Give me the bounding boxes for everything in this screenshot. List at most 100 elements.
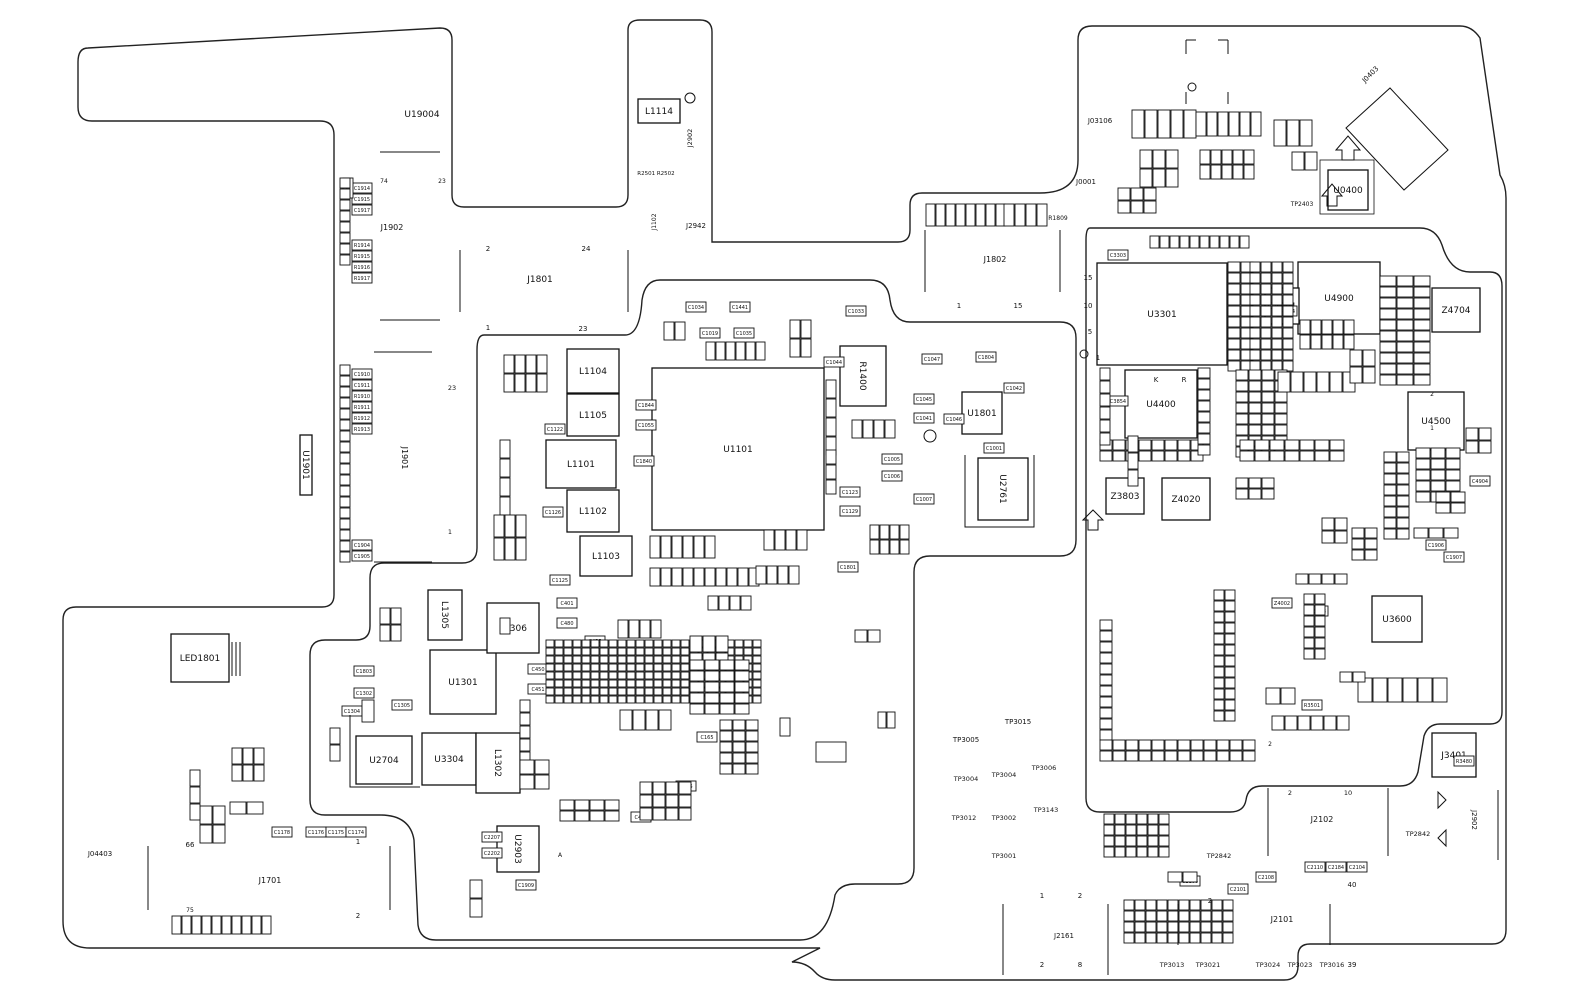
component-c1034[interactable]: C1034 (685, 301, 707, 313)
component-c1001[interactable]: C1001 (983, 442, 1005, 454)
component-c1122[interactable]: C1122 (544, 423, 566, 435)
component-z4002[interactable]: Z4002 (1271, 597, 1293, 609)
component-c1046[interactable]: C1046 (943, 413, 965, 425)
component-l1302[interactable]: L1302 (475, 732, 521, 794)
component-c1907[interactable]: C1907 (1443, 551, 1465, 563)
component-c1129[interactable]: C1129 (839, 505, 861, 517)
component-u3304[interactable]: U3304 (421, 732, 477, 786)
component-r1910[interactable]: R1910 (351, 390, 373, 402)
pad-cluster (1321, 517, 1348, 544)
component-r1400[interactable]: R1400 (839, 345, 887, 407)
component-u1801[interactable]: U1801 (961, 391, 1003, 435)
component-c3854[interactable]: C3854 (1107, 395, 1129, 407)
component-c1007[interactable]: C1007 (913, 493, 935, 505)
component-c1803[interactable]: C1803 (353, 665, 375, 677)
component-c2110[interactable]: C2110 (1304, 861, 1326, 873)
component-c1055[interactable]: C1055 (635, 419, 657, 431)
component-c401[interactable]: C401 (556, 597, 578, 609)
component-c1905[interactable]: C1905 (351, 550, 373, 562)
component-u3301[interactable]: U3301 (1096, 262, 1228, 366)
component-c1304[interactable]: C1304 (341, 705, 363, 717)
component-c1006[interactable]: C1006 (881, 470, 903, 482)
component-u2903[interactable]: U2903 (496, 825, 540, 873)
component-c1045[interactable]: C1045 (913, 393, 935, 405)
component-l1101[interactable]: L1101 (545, 439, 617, 489)
component-c2101[interactable]: C2101 (1227, 883, 1249, 895)
component-c1042[interactable]: C1042 (1003, 382, 1025, 394)
component-c1801[interactable]: C1801 (837, 561, 859, 573)
component-c1915[interactable]: C1915 (351, 193, 373, 205)
component-c1911[interactable]: C1911 (351, 379, 373, 391)
component-c2108[interactable]: C2108 (1255, 871, 1277, 883)
component-c2104[interactable]: C2104 (1346, 861, 1368, 873)
component-z4020[interactable]: Z4020 (1161, 477, 1211, 521)
component-u1901[interactable]: U1901 (299, 434, 313, 496)
component-u1114[interactable]: L1114 (637, 98, 681, 124)
component-r1911[interactable]: R1911 (351, 401, 373, 413)
component-z4704[interactable]: Z4704 (1431, 287, 1481, 333)
component-u1101[interactable]: U1101 (651, 367, 825, 531)
component-u3600[interactable]: U3600 (1371, 595, 1423, 643)
component-r1916[interactable]: R1916 (351, 261, 373, 273)
component-r1912[interactable]: R1912 (351, 412, 373, 424)
component-l1102[interactable]: L1102 (566, 489, 620, 533)
component-c1126[interactable]: C1126 (542, 506, 564, 518)
component-c3303[interactable]: C3303 (1107, 249, 1129, 261)
component-r1913[interactable]: R1913 (351, 423, 373, 435)
component-c165[interactable]: C165 (696, 731, 718, 743)
component-c1019[interactable]: C1019 (699, 327, 721, 339)
component-c1178[interactable]: C1178 (271, 826, 293, 838)
component-l1105[interactable]: L1105 (566, 393, 620, 437)
component-l1305[interactable]: L1305 (427, 589, 463, 641)
component-c1909[interactable]: C1909 (515, 879, 537, 891)
component-c1302[interactable]: C1302 (353, 687, 375, 699)
component-c1441[interactable]: C1441 (729, 301, 751, 313)
component-c1044[interactable]: C1044 (823, 356, 845, 368)
component-l1103[interactable]: L1103 (579, 535, 633, 577)
component-r3480[interactable]: R3480 (1453, 755, 1475, 767)
component-c480[interactable]: C480 (556, 617, 578, 629)
component-c1840[interactable]: C1840 (633, 455, 655, 467)
component-c450[interactable]: C450 (527, 663, 549, 675)
component-c1305[interactable]: C1305 (391, 699, 413, 711)
component-l1104[interactable]: L1104 (566, 348, 620, 394)
component-c1914[interactable]: C1914 (351, 182, 373, 194)
pad (1290, 371, 1304, 393)
component-c2202[interactable]: C2202 (481, 847, 503, 859)
component-c1123[interactable]: C1123 (839, 486, 861, 498)
component-r1914[interactable]: R1914 (351, 239, 373, 251)
component-r3501[interactable]: R3501 (1301, 699, 1323, 711)
component-c1041[interactable]: C1041 (913, 412, 935, 424)
component-c1904[interactable]: C1904 (351, 539, 373, 551)
component-c1176[interactable]: C1176 (305, 826, 327, 838)
component-led1801[interactable]: LED1801 (170, 633, 230, 683)
component-c451[interactable]: C451 (527, 683, 549, 695)
component-c1005[interactable]: C1005 (881, 453, 903, 465)
component-u1301[interactable]: U1301 (429, 649, 497, 715)
component-c1804[interactable]: C1804 (975, 351, 997, 363)
component-u4400[interactable]: U4400 (1124, 369, 1198, 439)
component-c1910[interactable]: C1910 (351, 368, 373, 380)
component-r1917[interactable]: R1917 (351, 272, 373, 284)
component-c1174[interactable]: C1174 (345, 826, 367, 838)
component-j3401[interactable]: J3401 (1431, 732, 1477, 778)
component-u0400[interactable]: U0400 (1327, 169, 1369, 211)
component-r1915[interactable]: R1915 (351, 250, 373, 262)
pad-cluster (329, 727, 341, 762)
component-c1844[interactable]: C1844 (635, 399, 657, 411)
component-l1306[interactable]: L1306 (486, 602, 540, 654)
component-c1035[interactable]: C1035 (733, 327, 755, 339)
component-c4904[interactable]: C4904 (1469, 475, 1491, 487)
component-u2761[interactable]: U2761 (977, 457, 1029, 521)
component-c2207[interactable]: C2207 (481, 831, 503, 843)
component-c1175[interactable]: C1175 (325, 826, 347, 838)
component-u4500[interactable]: U4500 (1407, 391, 1465, 451)
component-c2184[interactable]: C2184 (1325, 861, 1347, 873)
pad (658, 709, 672, 731)
component-c1906[interactable]: C1906 (1425, 539, 1447, 551)
component-c1917[interactable]: C1917 (351, 204, 373, 216)
component-u2704[interactable]: U2704 (355, 735, 413, 785)
component-c1033[interactable]: C1033 (845, 305, 867, 317)
component-c1125[interactable]: C1125 (549, 574, 571, 586)
component-c1047[interactable]: C1047 (921, 353, 943, 365)
